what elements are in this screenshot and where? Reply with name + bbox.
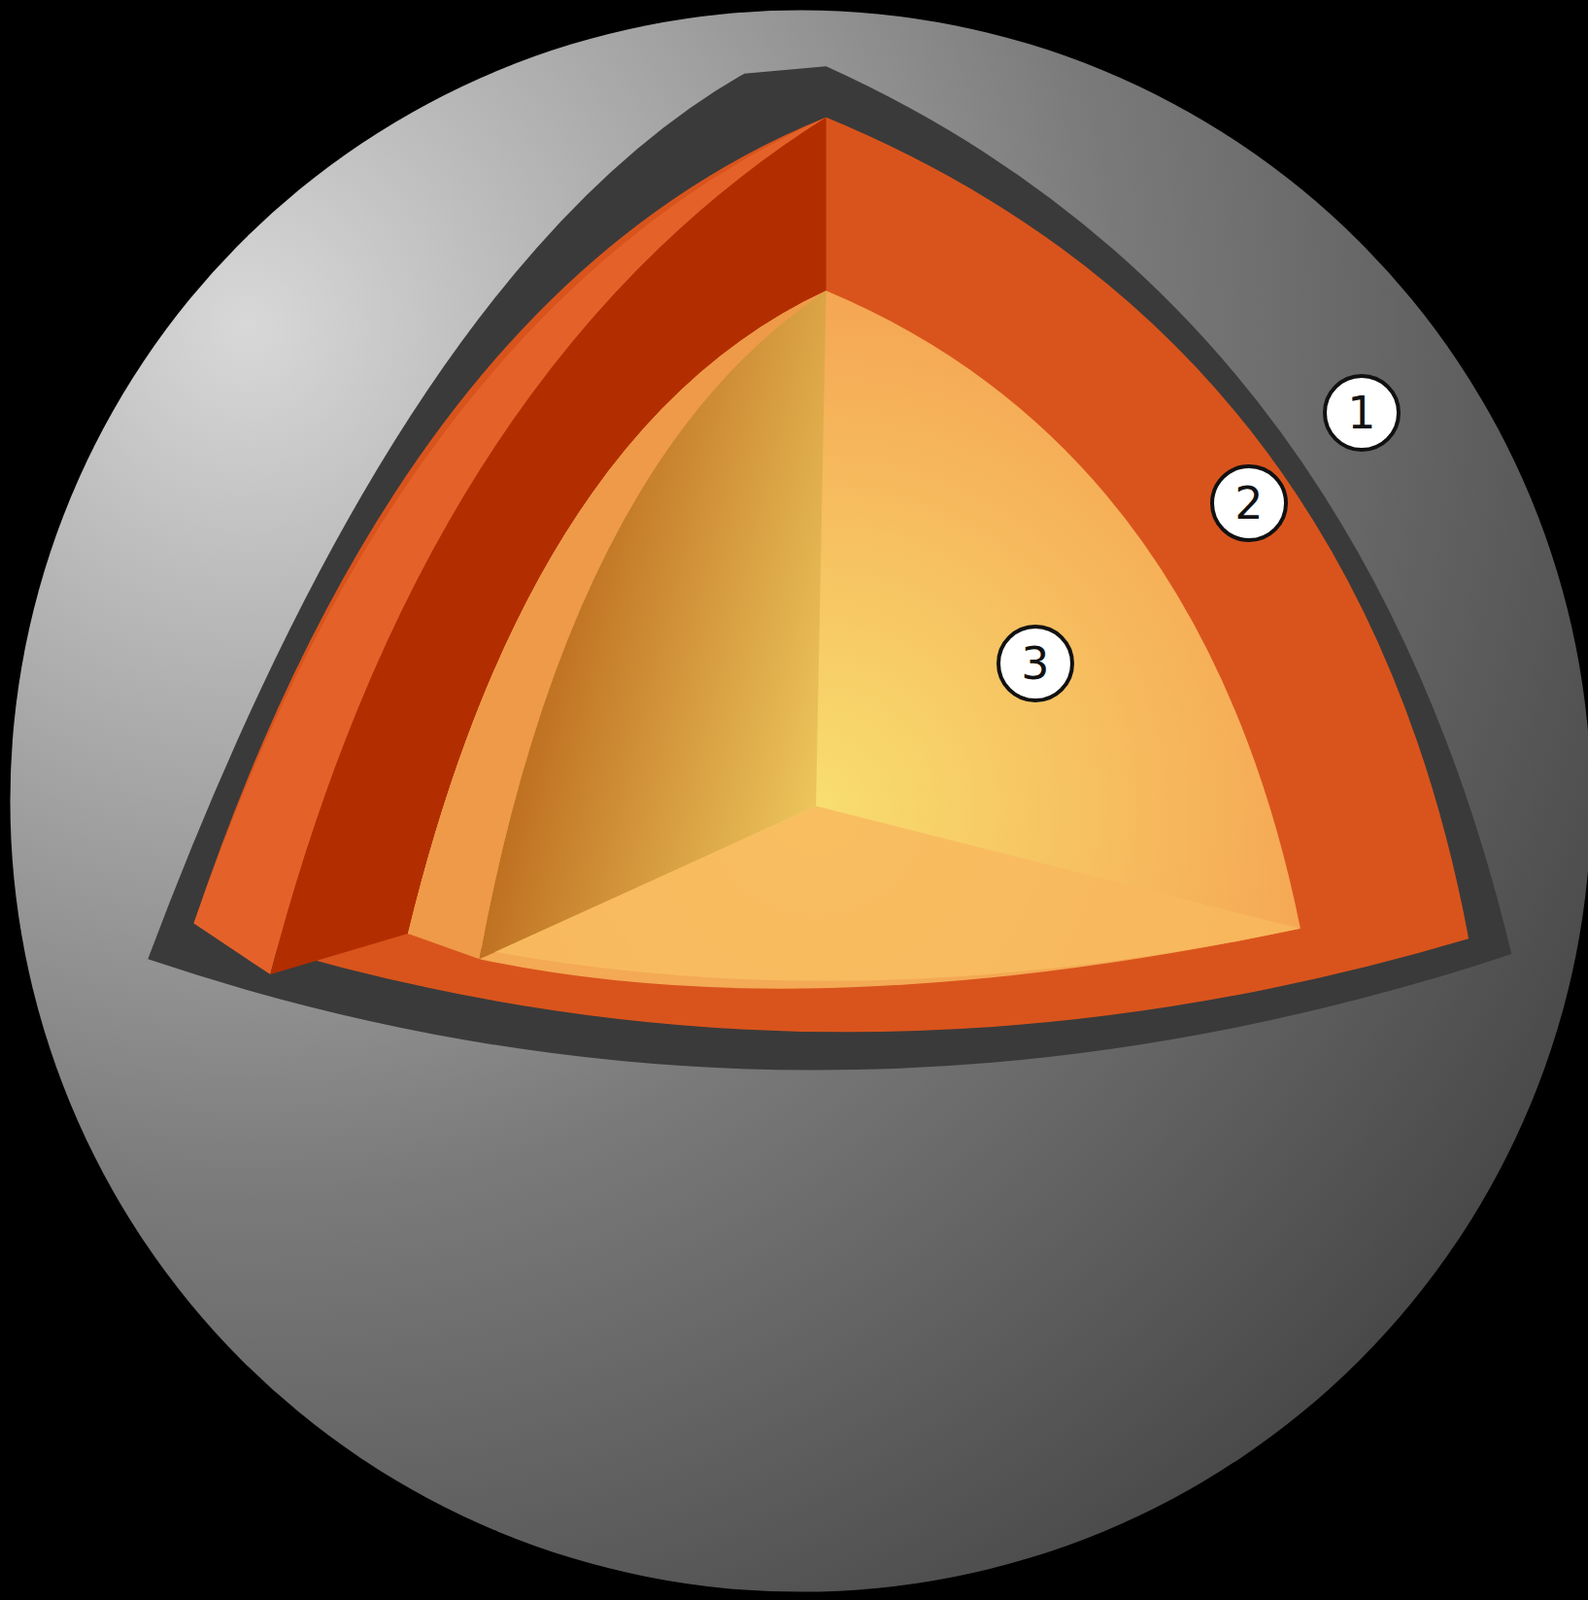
callout-circle: 1 [1322, 373, 1401, 452]
crust [147, 66, 1512, 1070]
planet-surface [10, 10, 1588, 1592]
callout-circle: 3 [996, 624, 1075, 703]
callout-circle: 2 [1210, 464, 1288, 542]
core-floor [479, 806, 1301, 989]
callout-number: 2 [1234, 480, 1263, 526]
callout-number: 1 [1347, 390, 1376, 436]
callout-number: 3 [1020, 641, 1049, 686]
mantle [194, 117, 1470, 1033]
